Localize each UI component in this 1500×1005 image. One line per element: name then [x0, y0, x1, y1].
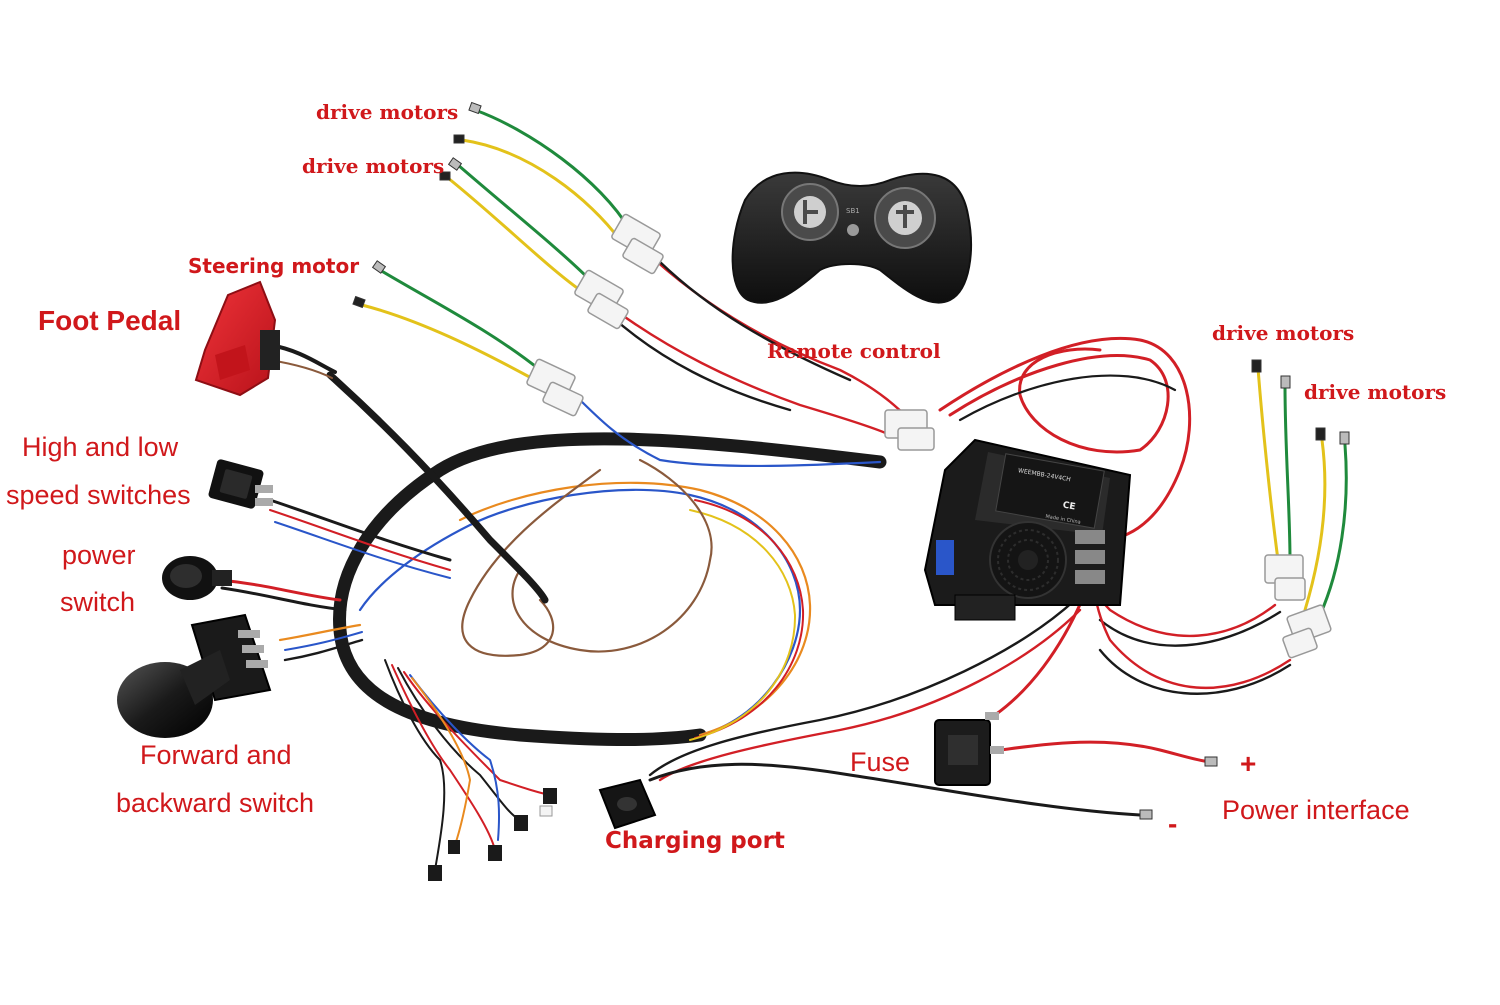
wires — [218, 108, 1348, 871]
steering-cable — [326, 371, 549, 604]
controller-label — [995, 453, 1105, 529]
label-steering-motor: Steering motor — [188, 254, 360, 278]
label-charging-port: Charging port — [605, 828, 785, 854]
brown-wire-loop — [511, 458, 713, 653]
fuse-wires — [993, 598, 1084, 717]
round-switch-icon — [162, 556, 232, 600]
remote-control: SB1 — [731, 171, 972, 304]
label-high-low-line1: High and low — [22, 432, 179, 462]
pair-button-icon — [847, 224, 859, 236]
label-forward-line2: backward switch — [116, 788, 315, 818]
label-drive-motors-1: drive motors — [316, 100, 459, 124]
drive-motor-wires-2 — [456, 163, 592, 282]
main-harness-sleeve — [333, 432, 887, 747]
foot-pedal — [194, 280, 280, 397]
drive-motor-wires-1 — [473, 108, 632, 232]
label-drive-motors-2: drive motors — [302, 154, 445, 178]
label-foot-pedal: Foot Pedal — [38, 305, 182, 336]
controller-box: WEEMBB-24V4CH CE Made in China — [923, 438, 1132, 621]
red-wire-coil — [938, 337, 1192, 542]
speed-switch-wires — [268, 498, 452, 562]
label-drive-motors-4: drive motors — [1304, 380, 1447, 404]
label-drive-motors-3: drive motors — [1212, 321, 1355, 345]
fwd-switch-wires — [278, 623, 362, 642]
charging-port-wires — [648, 598, 1077, 777]
label-fuse: Fuse — [850, 747, 911, 777]
bottom-connector-wires — [384, 659, 446, 871]
remote-label: SB1 — [846, 207, 860, 215]
label-plus: + — [1240, 748, 1257, 779]
label-power-line1: power — [62, 540, 136, 570]
svg-text:CE: CE — [1062, 500, 1076, 512]
rocker-switch-icon — [208, 459, 273, 509]
harness-wires-inner — [358, 488, 802, 737]
label-minus: - — [1168, 808, 1178, 839]
label-remote-control: Remote control — [767, 339, 941, 363]
label-high-low-line2: speed switches — [6, 480, 191, 510]
steering-motor-wires — [378, 268, 542, 372]
controller-fan-icon — [989, 521, 1067, 599]
label-power-interface: Power interface — [1222, 795, 1410, 825]
drive-motor-wires-4 — [1303, 438, 1327, 612]
negative-wire — [648, 762, 1142, 817]
wire-terminals — [352, 101, 1350, 820]
bottom-connectors — [428, 788, 557, 881]
shift-knob-icon — [117, 613, 272, 738]
power-switch-wires — [218, 578, 342, 602]
charging-port-icon — [598, 778, 657, 830]
drive-motor-wires-3 — [1256, 366, 1280, 562]
label-power-line2: switch — [60, 587, 136, 617]
wire-connectors — [526, 213, 1332, 659]
fuse-icon — [934, 712, 1004, 786]
label-forward-line1: Forward and — [140, 740, 292, 770]
